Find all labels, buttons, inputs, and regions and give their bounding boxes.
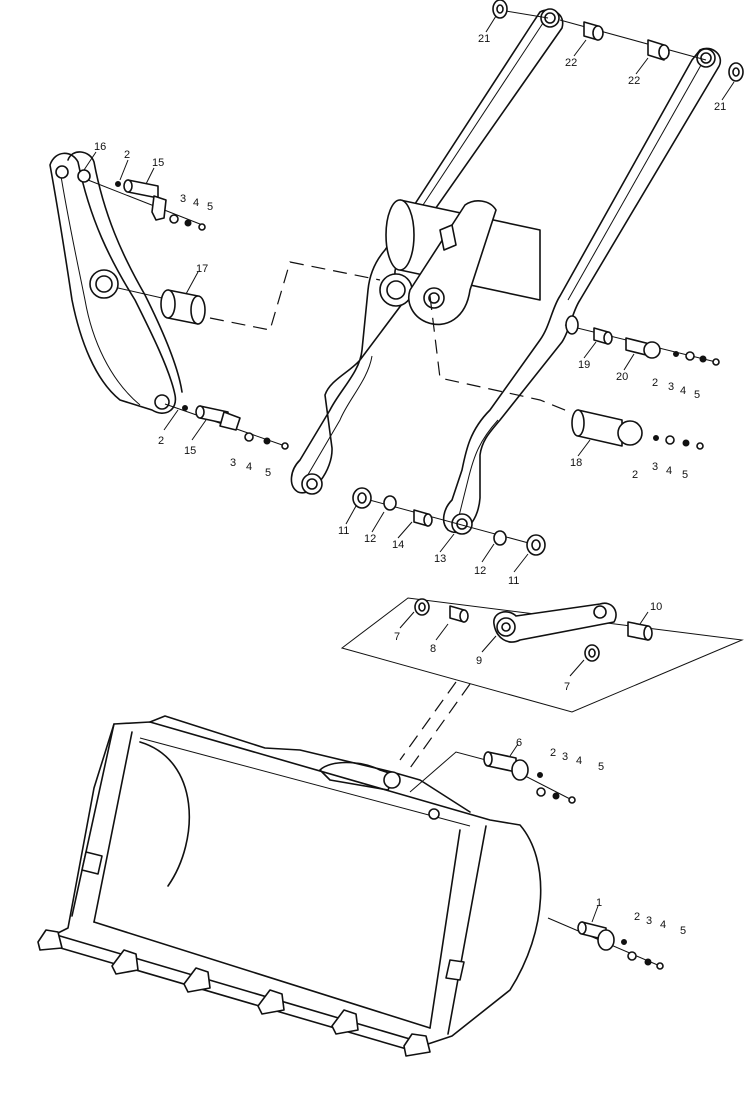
callout-11b: 11	[508, 575, 519, 587]
pin-group-19-20	[564, 315, 720, 366]
callout-9: 9	[476, 655, 482, 667]
callout-7a: 7	[394, 631, 400, 643]
callout-15b: 15	[184, 445, 196, 457]
bucket	[37, 715, 542, 1057]
callout-5f: 5	[680, 925, 686, 937]
callout-12a: 12	[364, 533, 376, 545]
callout-8: 8	[430, 643, 436, 655]
callout-2b: 2	[652, 377, 658, 389]
callout-3d: 3	[652, 461, 658, 473]
bellcrank-lever	[49, 151, 183, 414]
callout-3b: 3	[668, 381, 674, 393]
callout-11a: 11	[338, 525, 349, 537]
callout-5d: 5	[682, 469, 688, 481]
pin-group-top	[492, 0, 744, 82]
callout-17: 17	[196, 263, 208, 275]
callout-2c: 2	[158, 435, 164, 447]
pin-group-6	[409, 751, 576, 804]
callout-3e: 3	[562, 751, 568, 763]
pin-17	[117, 261, 381, 331]
callout-21b: 21	[714, 101, 726, 113]
callout-21a: 21	[478, 33, 490, 45]
pin-group-15-top	[87, 179, 206, 231]
callout-12b: 12	[474, 565, 486, 577]
callout-15a: 15	[152, 157, 164, 169]
callout-5c: 5	[265, 467, 271, 479]
callout-2f: 2	[634, 911, 640, 923]
callout-3a: 3	[180, 193, 186, 205]
callout-3f: 3	[646, 915, 652, 927]
leader-lines	[83, 15, 735, 923]
callout-labels: 21 22 22 21 16 2 15 3 4 5 17 19 20 2 3 4…	[94, 33, 726, 937]
callout-3c: 3	[230, 457, 236, 469]
callout-22b: 22	[628, 75, 640, 87]
pin-group-15-bottom	[164, 403, 289, 450]
callout-16: 16	[94, 141, 106, 153]
callout-5e: 5	[598, 761, 604, 773]
callout-22a: 22	[565, 57, 577, 69]
link-group	[340, 597, 744, 769]
callout-6: 6	[516, 737, 522, 749]
callout-5a: 5	[207, 201, 213, 213]
callout-20: 20	[616, 371, 628, 383]
callout-4b: 4	[680, 385, 686, 397]
callout-5b: 5	[694, 389, 700, 401]
callout-4f: 4	[660, 919, 666, 931]
cross-tube	[385, 199, 541, 326]
callout-7b: 7	[564, 681, 570, 693]
callout-2e: 2	[550, 747, 556, 759]
pin-group-1	[547, 917, 664, 970]
lift-arm-right	[442, 47, 722, 535]
pin-group-11-14	[352, 487, 546, 556]
callout-18: 18	[570, 457, 582, 469]
pin-group-18	[429, 295, 704, 450]
callout-4e: 4	[576, 755, 582, 767]
callout-2a: 2	[124, 149, 130, 161]
callout-2d: 2	[632, 469, 638, 481]
callout-13: 13	[434, 553, 446, 565]
callout-1: 1	[596, 897, 602, 909]
callout-4c: 4	[246, 461, 252, 473]
callout-4d: 4	[666, 465, 672, 477]
callout-4a: 4	[193, 197, 199, 209]
callout-19: 19	[578, 359, 590, 371]
callout-14: 14	[392, 539, 404, 551]
callout-10: 10	[650, 601, 662, 613]
